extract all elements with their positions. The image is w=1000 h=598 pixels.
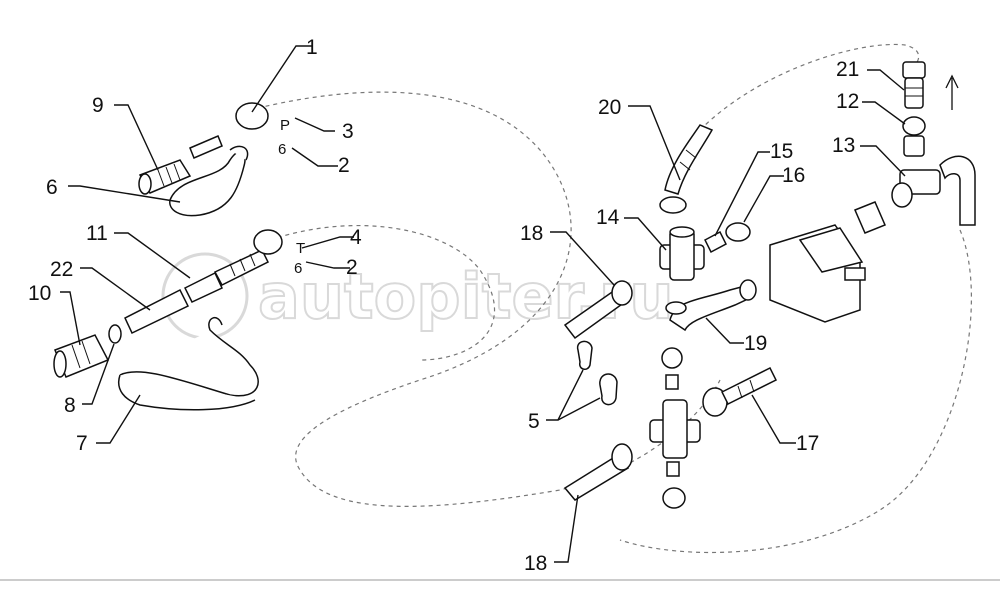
flow-arrow-head [945,74,959,89]
leader-lines [60,45,906,563]
callout-18-lower: 18 [524,552,547,575]
coupling-upper [138,102,269,217]
callout-7: 7 [76,432,88,455]
tag-six-lower: 6 [294,260,302,277]
callout-3: 3 [342,120,354,143]
callout-2-lower: 2 [346,256,358,279]
callout-5: 5 [528,410,540,433]
callout-18-upper: 18 [520,222,543,245]
callout-6: 6 [46,176,58,199]
callout-11: 11 [86,222,108,245]
callout-9: 9 [92,94,104,117]
callout-labels: 1 2 2 3 4 5 6 7 8 9 10 11 12 13 14 15 16… [28,36,859,575]
hose-routing-path [249,43,973,554]
tag-p: P [280,117,290,134]
coupling-lower [53,229,283,411]
callout-13: 13 [832,134,855,157]
callout-12: 12 [836,90,859,113]
callout-4: 4 [350,226,362,249]
callout-16: 16 [782,164,805,187]
pump-assembly [769,61,976,323]
callout-2-upper: 2 [338,154,350,177]
callout-17: 17 [796,432,819,455]
callout-10: 10 [28,282,51,305]
clamps [576,340,618,406]
callout-8: 8 [64,394,76,417]
callout-22: 22 [50,258,73,281]
tag-marks: P 6 T 6 [278,117,305,277]
callout-21: 21 [836,58,859,81]
callout-15: 15 [770,140,793,163]
callout-14: 14 [596,206,620,229]
callout-1: 1 [306,36,318,59]
tag-t: T [296,240,305,257]
tee-assembly-lower [563,347,778,509]
callout-19: 19 [744,332,767,355]
tag-six-upper: 6 [278,141,286,158]
callout-20: 20 [598,96,621,119]
